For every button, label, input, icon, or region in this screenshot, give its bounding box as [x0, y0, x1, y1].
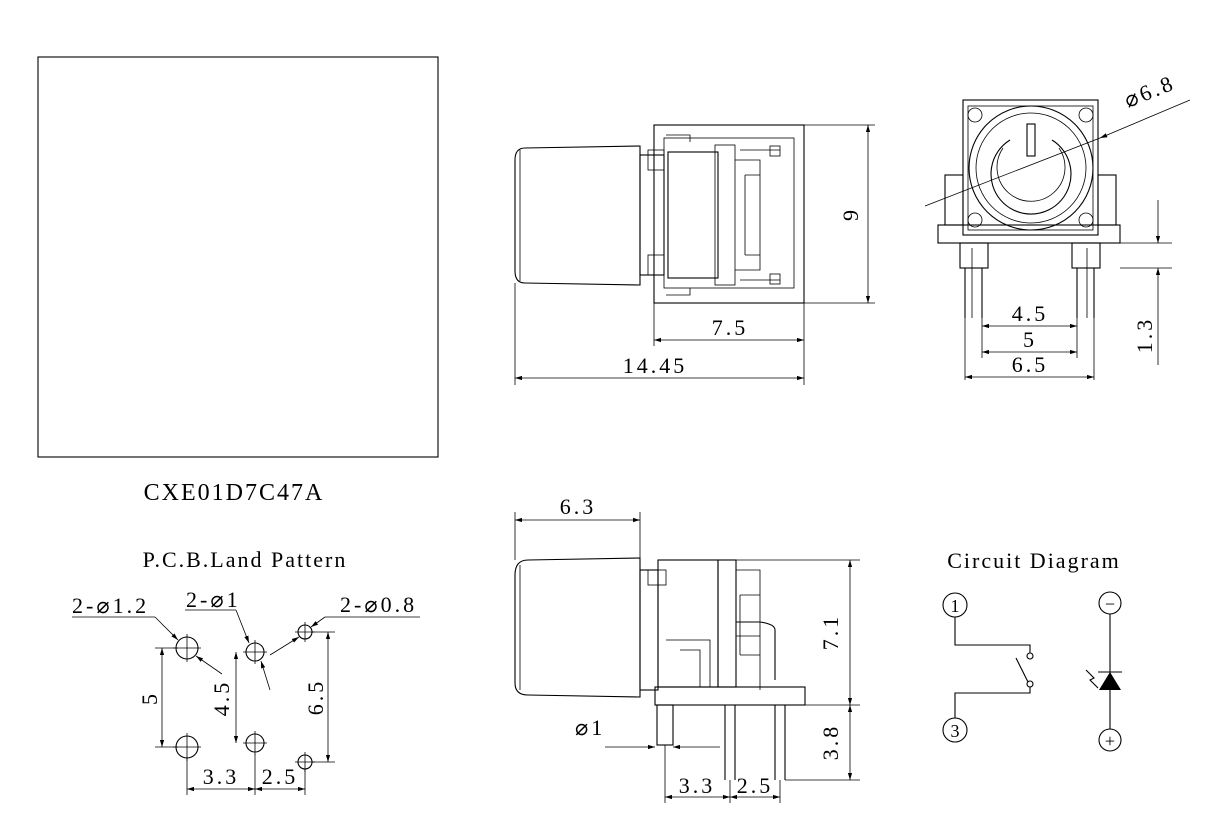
plus-label: + — [1105, 731, 1115, 751]
side-height-label: 9 — [838, 207, 863, 221]
pitch-b-label: 2.5 — [737, 773, 774, 798]
dim-horizontal-b: 2.5 — [262, 764, 299, 789]
dim-vertical-a: 5 — [137, 691, 162, 705]
pin-diameter-label: ⌀1 — [575, 715, 605, 740]
led-symbol: − + — [1085, 591, 1122, 752]
dim-vertical-c: 6.5 — [303, 679, 328, 716]
pin-span-mid-label: 5 — [1023, 327, 1037, 352]
part-number: CXE01D7C47A — [144, 480, 325, 506]
pin3-label: 3 — [951, 721, 960, 741]
pin-width-label: 1.3 — [1132, 317, 1157, 354]
dim-horizontal-a: 3.3 — [203, 764, 240, 789]
land-pattern-title: P.C.B.Land Pattern — [143, 547, 348, 572]
circuit-title: Circuit Diagram — [947, 548, 1121, 573]
pin1-label: 1 — [951, 596, 960, 616]
land-pattern-holes — [173, 622, 315, 772]
button-diameter-label: ⌀6.8 — [1121, 70, 1179, 113]
hole-b-label: 2-⌀1 — [186, 587, 241, 612]
side-overall-width-label: 14.45 — [623, 353, 688, 378]
cap-diameter-label: 6.3 — [560, 494, 597, 519]
body-height-label: 7.1 — [818, 614, 843, 651]
bottom-view — [514, 557, 806, 780]
pin-span-inner-label: 4.5 — [1012, 301, 1049, 326]
side-view — [514, 124, 805, 304]
product-image-frame — [37, 56, 439, 458]
hole-a-label: 2-⌀1.2 — [72, 593, 149, 618]
minus-label: − — [1105, 594, 1115, 614]
pin-length-label: 3.8 — [818, 724, 843, 761]
hole-c-label: 2-⌀0.8 — [340, 592, 417, 617]
front-view — [937, 99, 1121, 318]
pin-span-outer-label: 6.5 — [1012, 352, 1049, 377]
switch-symbol: 1 3 — [942, 592, 1034, 743]
dim-vertical-b: 4.5 — [209, 680, 234, 717]
pitch-a-label: 3.3 — [679, 773, 716, 798]
side-body-width-label: 7.5 — [712, 315, 749, 340]
